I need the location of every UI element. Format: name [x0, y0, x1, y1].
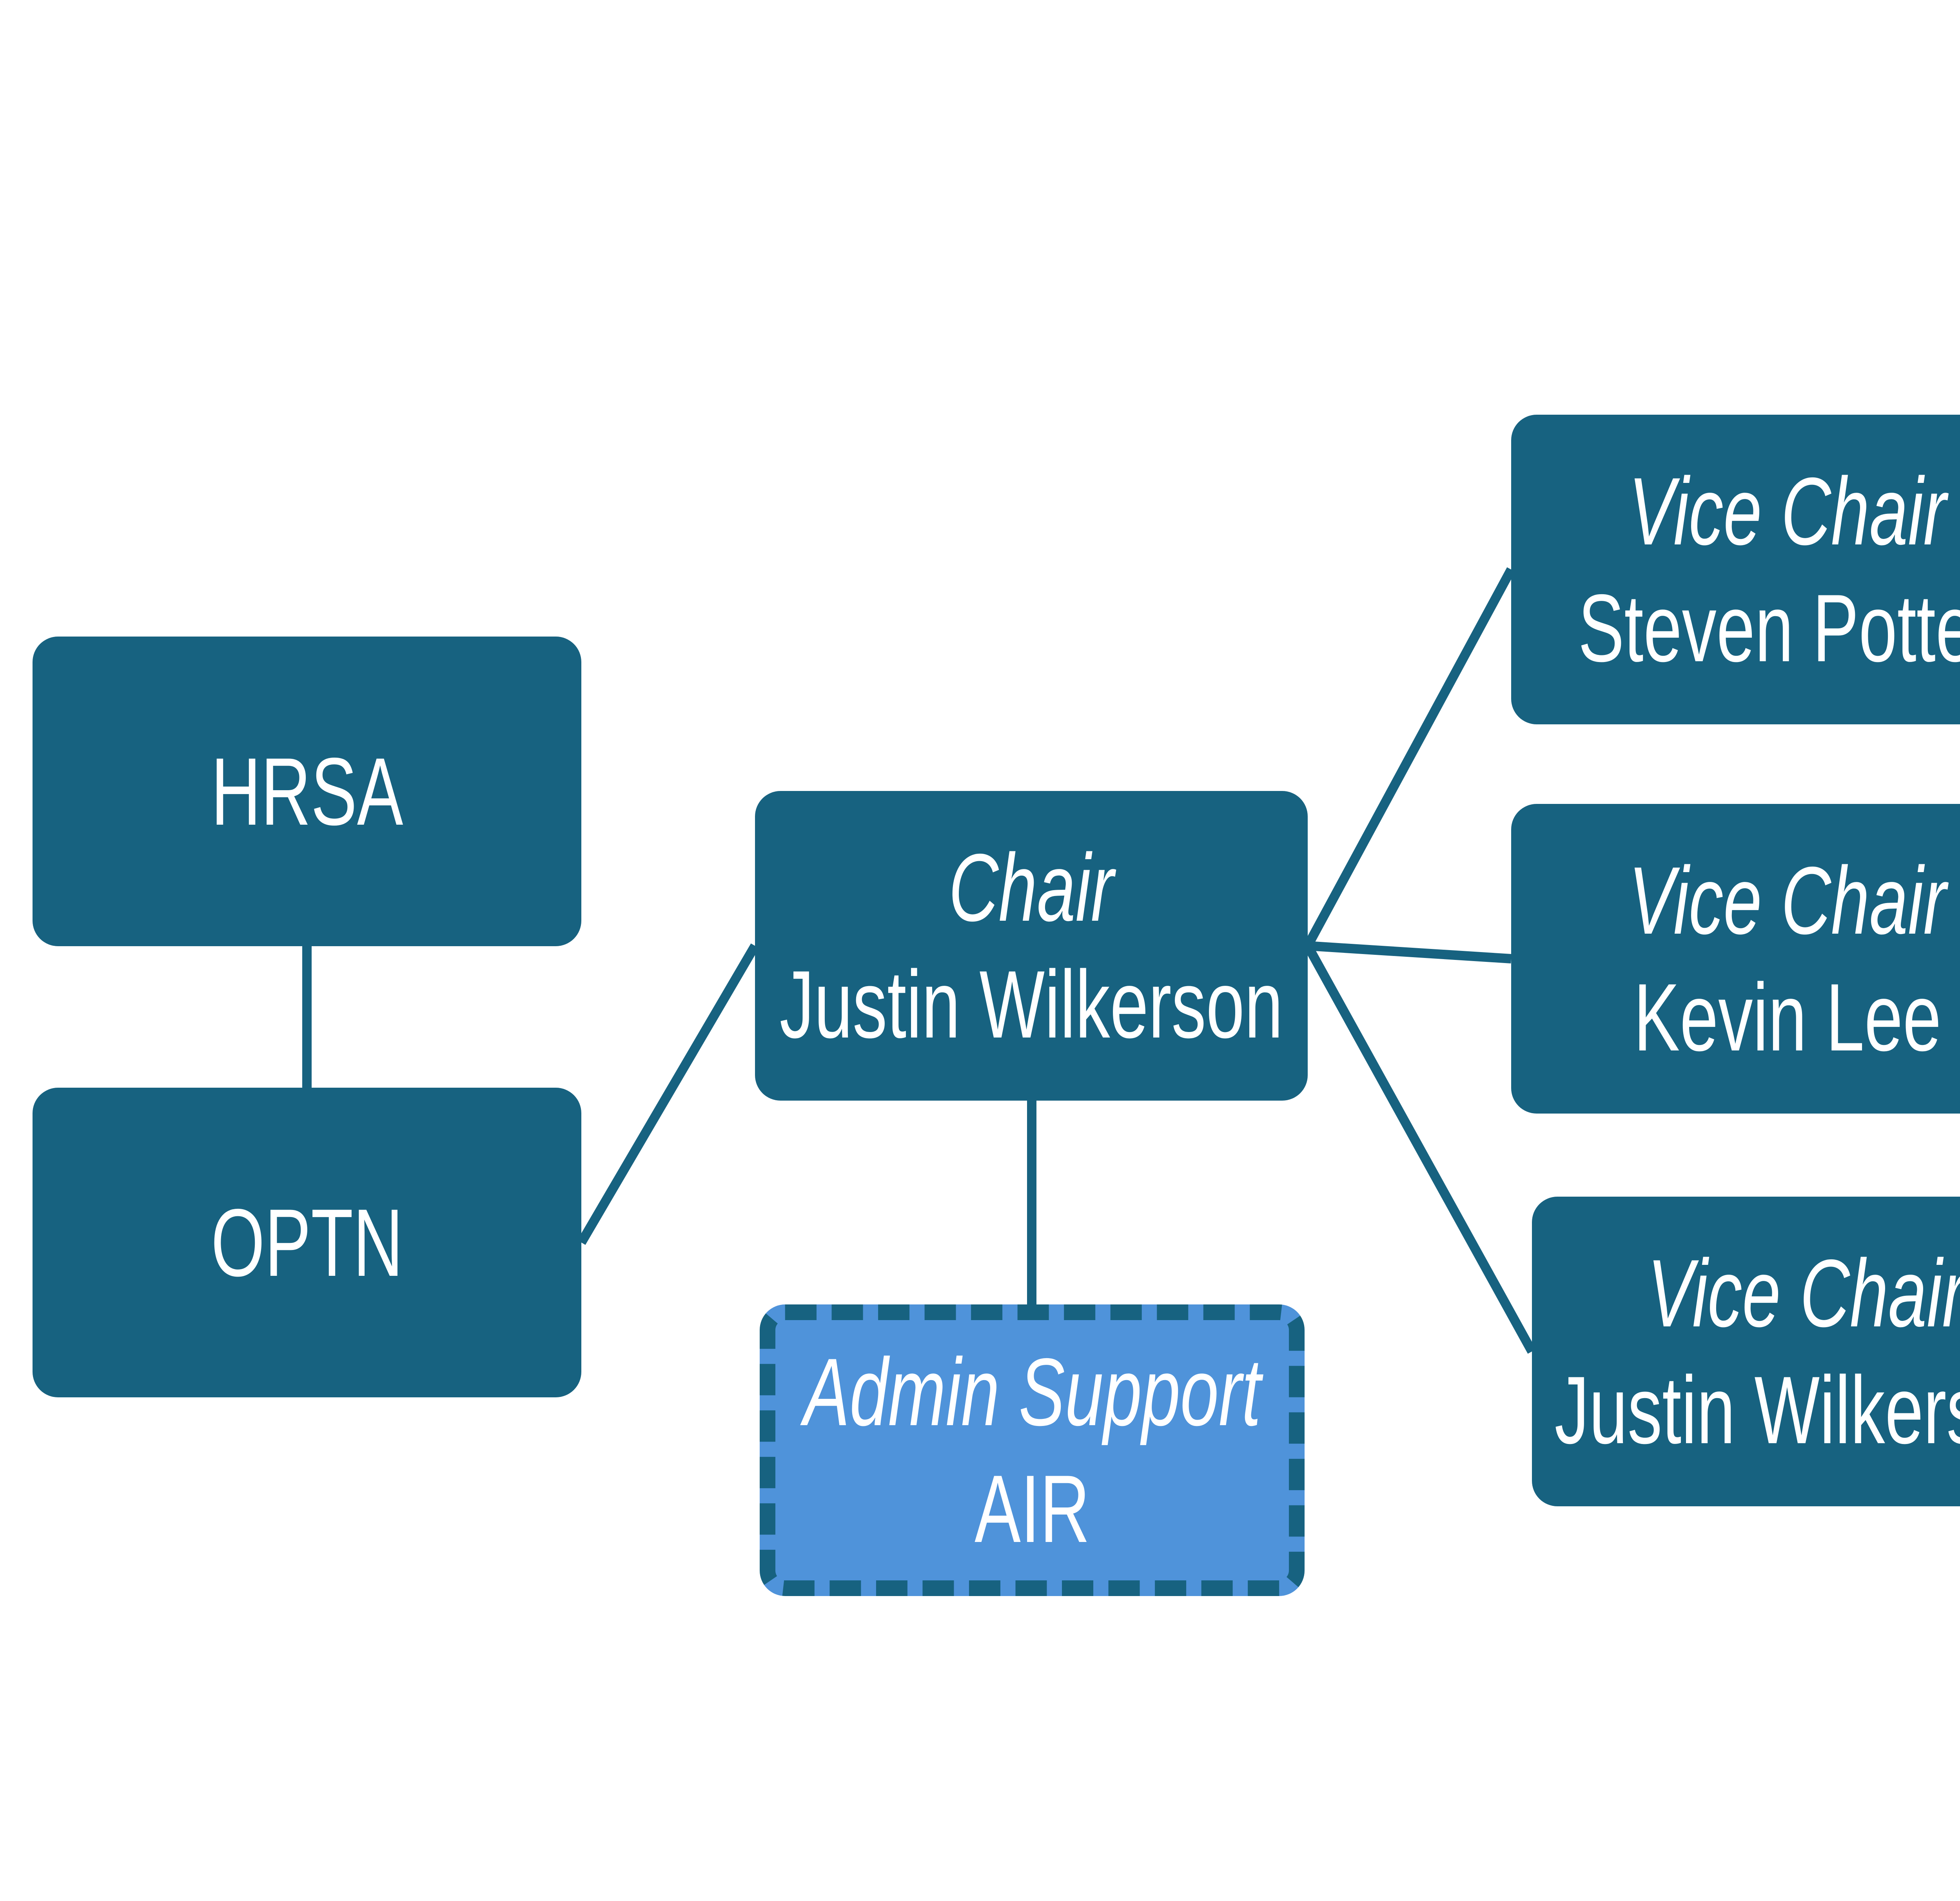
vice-chair-offer-name-label: Steven Potter [1578, 574, 1960, 682]
admin-support-name-label: AIR [974, 1455, 1090, 1562]
node-vice-chair-epp: Vice Chair Kevin Lee [1511, 804, 1960, 1114]
vice-chair-compliance-role-label: Vice Chair [1647, 1239, 1960, 1347]
node-optn: OPTN [33, 1088, 581, 1397]
hrsa-label: HRSA [211, 738, 403, 845]
node-hrsa: HRSA [33, 637, 581, 946]
connector-optn-chair [577, 943, 759, 1245]
chair-name-label: Justin Wilkerson [779, 950, 1283, 1058]
chair-role-label: Chair [949, 834, 1114, 941]
connector-chair-vice-chair-offer [1303, 567, 1515, 948]
node-vice-chair-compliance: Vice Chair Justin Wilkerson [1532, 1197, 1960, 1506]
vice-chair-epp-role-label: Vice Chair [1628, 847, 1947, 954]
connector-chair-vice-chair-compliance [1303, 943, 1536, 1354]
vice-chair-epp-name-label: Kevin Lee [1633, 963, 1942, 1071]
node-admin-support: Admin Support AIR [760, 1304, 1305, 1596]
vice-chair-offer-role-label: Vice Chair [1628, 457, 1947, 565]
optn-label: OPTN [211, 1189, 403, 1296]
vice-chair-compliance-name-label: Justin Wilkerson [1554, 1356, 1960, 1464]
admin-support-role-label: Admin Support [803, 1338, 1261, 1446]
connector-chair-vice-chair-epp [1307, 941, 1512, 963]
node-chair: Chair Justin Wilkerson [755, 791, 1308, 1101]
node-vice-chair-offer: Vice Chair Steven Potter [1511, 415, 1960, 724]
